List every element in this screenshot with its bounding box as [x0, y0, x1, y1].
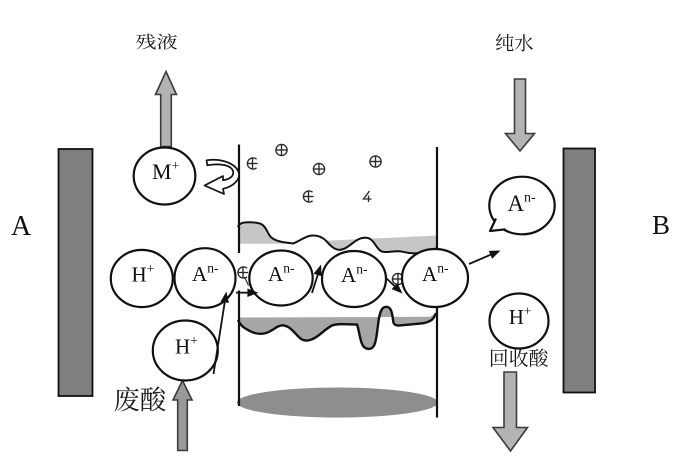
svg-text:A: A: [422, 262, 438, 286]
svg-text:+: +: [172, 158, 180, 173]
svg-text:H: H: [175, 335, 190, 359]
svg-text:n-: n-: [437, 260, 449, 275]
svg-text:n-: n-: [356, 261, 368, 276]
svg-text:+: +: [524, 303, 532, 318]
svg-text:+: +: [147, 261, 155, 276]
svg-text:A: A: [341, 263, 357, 287]
svg-text:H: H: [132, 263, 147, 287]
svg-text:A: A: [268, 262, 284, 286]
svg-text:H: H: [509, 305, 524, 329]
svg-text:A: A: [508, 191, 525, 216]
svg-text:A: A: [11, 211, 32, 242]
svg-text:M: M: [152, 159, 172, 184]
svg-text:A: A: [192, 262, 208, 286]
svg-text:n-: n-: [207, 260, 219, 275]
svg-text:B: B: [652, 210, 670, 240]
svg-text:n-: n-: [524, 191, 536, 206]
svg-text:n-: n-: [283, 260, 295, 275]
svg-text:+: +: [190, 333, 198, 348]
